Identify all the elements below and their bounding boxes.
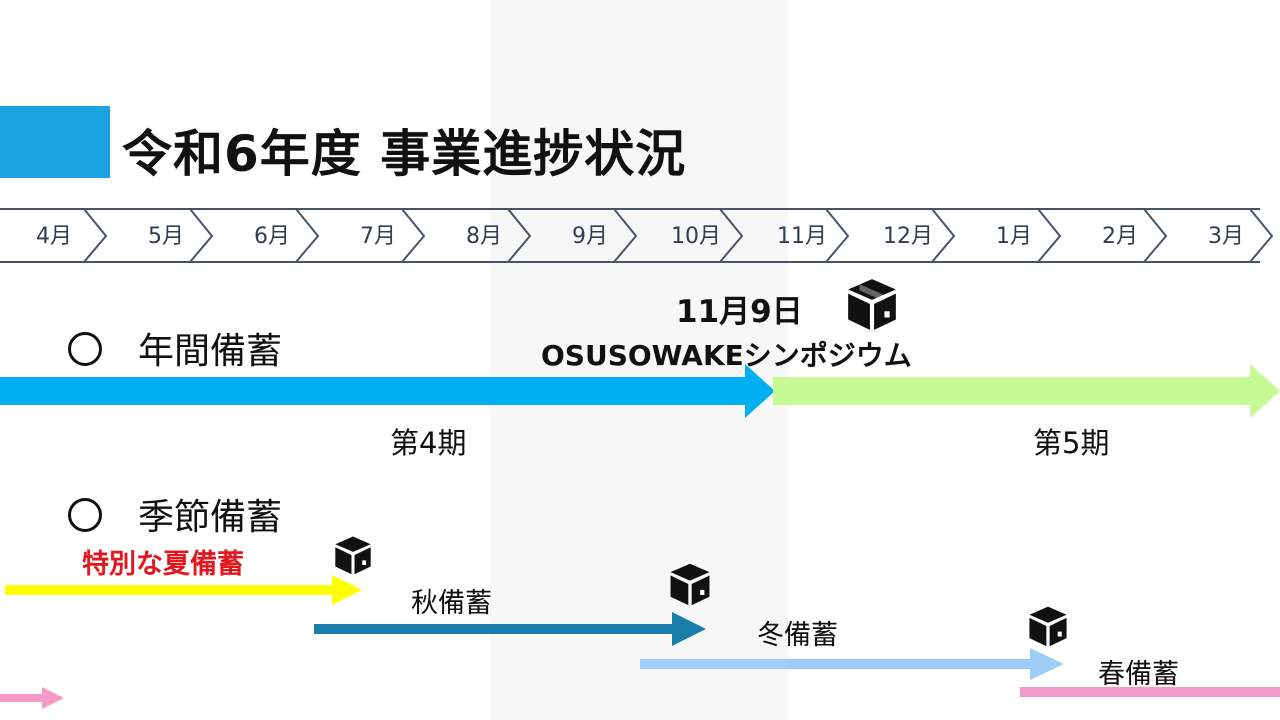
package-box-icon bbox=[848, 279, 896, 330]
period-5-arrow bbox=[773, 364, 1280, 418]
autumn-stock-arrow bbox=[314, 612, 706, 646]
winter-stock-label: 冬備蓄 bbox=[757, 620, 838, 651]
month-label: 8月 bbox=[466, 224, 502, 249]
month-chevron bbox=[1037, 208, 1062, 263]
month-label: 12月 bbox=[883, 224, 933, 249]
summer-stock-arrow bbox=[5, 575, 362, 605]
month-chevron bbox=[931, 208, 956, 263]
month-chevron bbox=[825, 208, 850, 263]
spring-stock-arrow bbox=[1020, 687, 1280, 697]
month-label: 11月 bbox=[777, 224, 827, 249]
month-label: 7月 bbox=[360, 224, 396, 249]
next-spring-stock-arrow bbox=[0, 687, 64, 709]
event-date: 11月9日 bbox=[676, 294, 803, 330]
package-box-icon bbox=[335, 536, 371, 575]
month-chevron bbox=[189, 208, 214, 263]
month-label: 3月 bbox=[1208, 224, 1244, 249]
event-name: OSUSOWAKEシンポジウム bbox=[541, 339, 912, 372]
period-arrows bbox=[0, 364, 1280, 418]
month-chevron bbox=[1249, 208, 1274, 263]
month-label: 9月 bbox=[572, 224, 608, 249]
package-box-icon bbox=[670, 563, 710, 606]
circle-bullet-icon bbox=[68, 332, 102, 366]
month-chevron bbox=[613, 208, 638, 263]
seasonal-arrows bbox=[0, 575, 1280, 709]
month-label: 6月 bbox=[254, 224, 290, 249]
annual-stock-heading-text: 年間備蓄 bbox=[138, 331, 283, 372]
month-label: 5月 bbox=[148, 224, 184, 249]
month-chevron bbox=[295, 208, 320, 263]
month-chevron bbox=[401, 208, 426, 263]
month-label: 10月 bbox=[671, 224, 721, 249]
month-label: 4月 bbox=[36, 224, 72, 249]
package-box-icon bbox=[1029, 606, 1067, 647]
period-4-arrow bbox=[0, 364, 775, 418]
special-summer-stock-label: 特別な夏備蓄 bbox=[82, 549, 244, 580]
spring-stock-label: 春備蓄 bbox=[1098, 659, 1179, 690]
month-label: 1月 bbox=[996, 224, 1032, 249]
seasonal-stock-heading: 季節備蓄 bbox=[68, 488, 282, 540]
annual-stock-heading: 年間備蓄 bbox=[68, 322, 282, 374]
month-timeline: 4月 5月 6月 7月 8月 9月 10月 11月 12月 1月 2月 3月 bbox=[0, 208, 1274, 263]
month-chevron bbox=[83, 208, 108, 263]
autumn-stock-label: 秋備蓄 bbox=[411, 588, 492, 619]
seasonal-stock-heading-text: 季節備蓄 bbox=[138, 497, 283, 538]
month-chevron bbox=[507, 208, 532, 263]
period-5-label: 第5期 bbox=[1033, 426, 1110, 460]
month-label: 2月 bbox=[1102, 224, 1138, 249]
month-chevron bbox=[719, 208, 744, 263]
month-chevron bbox=[1143, 208, 1168, 263]
page-title: 令和6年度 事業進捗状況 bbox=[122, 125, 687, 183]
circle-bullet-icon bbox=[68, 498, 102, 532]
winter-stock-arrow bbox=[640, 648, 1064, 680]
background-band bbox=[490, 0, 788, 720]
title-accent-bar bbox=[0, 106, 110, 178]
period-4-label: 第4期 bbox=[390, 426, 467, 460]
